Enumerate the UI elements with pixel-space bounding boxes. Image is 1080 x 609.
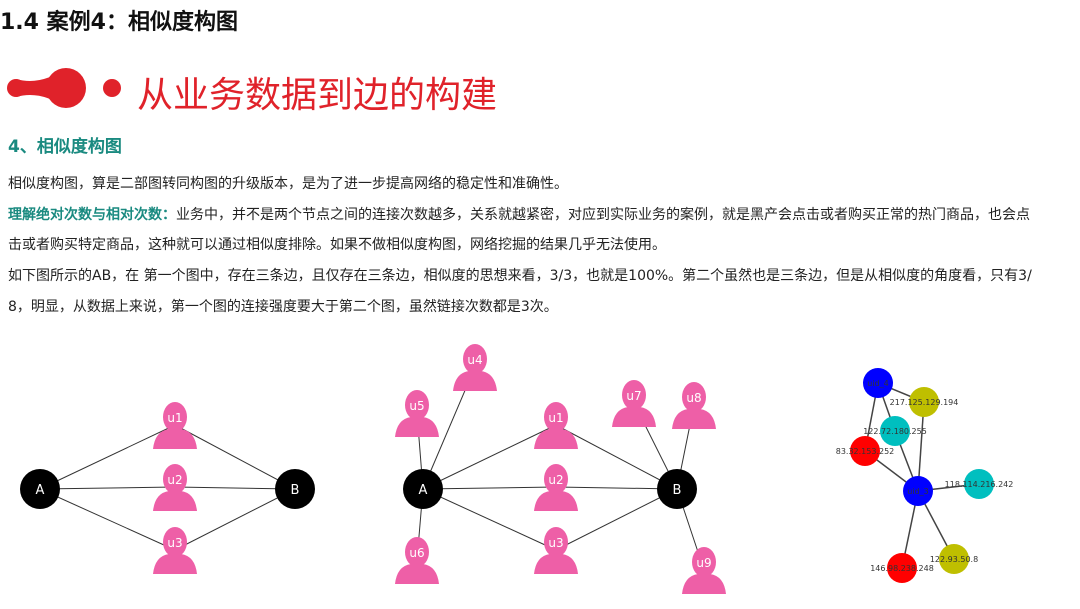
graph-node-A: A [403, 469, 443, 509]
svg-text:u1: u1 [167, 411, 182, 425]
user-person-icon: u6 [395, 537, 439, 584]
graph-edge [555, 424, 678, 490]
svg-text:B: B [291, 483, 300, 498]
paragraph-text: 业务中，并不是两个节点之间的连接次数越多，关系就越紧密，对应到实际业务的案例，就… [176, 207, 1030, 223]
graph-edge [555, 486, 678, 490]
svg-text:146.98.238.248: 146.98.238.248 [870, 564, 934, 573]
user-person-icon: u5 [395, 390, 439, 437]
graph-edge [422, 488, 557, 551]
graph-edge [39, 424, 176, 490]
user-person-icon: u3 [534, 527, 578, 574]
ip-node: 83.32.153.252 [836, 436, 895, 466]
graph-edge [422, 486, 557, 490]
ip-node: 122.72.180.255 [863, 416, 927, 446]
svg-text:u8: u8 [686, 391, 701, 405]
svg-text:uid_4: uid_4 [867, 379, 888, 388]
svg-text:122.72.180.255: 122.72.180.255 [863, 427, 927, 436]
ip-node: uid_3 [903, 476, 933, 506]
ip-node: 146.98.238.248 [870, 553, 934, 583]
svg-text:u3: u3 [548, 536, 563, 550]
svg-text:u5: u5 [409, 399, 424, 413]
graph-edge [39, 486, 176, 490]
ip-node: uid_4 [863, 368, 893, 398]
paragraph: 相似度构图，算是二部图转同构图的升级版本，是为了进一步提高网络的稳定性和准确性。 [8, 176, 568, 192]
svg-text:122.93.50.8: 122.93.50.8 [930, 555, 978, 564]
subheading: 4、相似度构图 [8, 137, 122, 157]
graph-edge [174, 488, 296, 551]
user-person-icon: u7 [612, 380, 656, 427]
ip-node: 118.114.216.242 [945, 469, 1014, 499]
graph-edge [39, 488, 176, 551]
paragraph: 如下图所示的AB，在 第一个图中，存在三条边，且仅存在三条边，相似度的思想来看，… [8, 268, 1032, 284]
banner-title: 从业务数据到边的构建 [137, 75, 498, 116]
user-person-icon: u9 [682, 547, 726, 594]
graph-node-B: B [275, 469, 315, 509]
svg-text:83.32.153.252: 83.32.153.252 [836, 447, 895, 456]
section-heading: 1.4 案例4：相似度构图 [0, 10, 238, 35]
svg-text:u1: u1 [548, 411, 563, 425]
svg-text:A: A [419, 483, 428, 498]
user-person-icon: u3 [153, 527, 197, 574]
svg-text:u2: u2 [548, 473, 563, 487]
graph-node-A: A [20, 469, 60, 509]
graph-figures: A Bu1 u2 u3 A Bu1 u2 u3 u4 u5 u6 u7 u8 u9 uid_4 217.125… [20, 344, 1014, 594]
svg-text:u7: u7 [626, 389, 641, 403]
graph-edge [422, 424, 557, 490]
graph-edge [555, 488, 678, 551]
user-person-icon: u2 [534, 464, 578, 511]
graph-edge [174, 486, 296, 490]
svg-text:A: A [36, 483, 45, 498]
paragraph: 8，明显，从数据上来说，第一个图的连接强度要大于第二个图，虽然链接次数都是3次。 [8, 299, 558, 315]
svg-text:uid_3: uid_3 [907, 487, 928, 496]
svg-text:u4: u4 [467, 353, 482, 367]
svg-text:u6: u6 [409, 546, 424, 560]
user-person-icon: u1 [153, 402, 197, 449]
svg-text:u3: u3 [167, 536, 182, 550]
ip-node: 217.125.129.194 [890, 387, 959, 417]
highlight-term: 理解绝对次数与相对次数： [8, 207, 176, 223]
logo-dots-icon [7, 68, 121, 108]
user-person-icon: u1 [534, 402, 578, 449]
svg-text:217.125.129.194: 217.125.129.194 [890, 398, 959, 407]
svg-text:118.114.216.242: 118.114.216.242 [945, 480, 1014, 489]
user-person-icon: u2 [153, 464, 197, 511]
paragraph: 击或者购买特定商品，这种就可以通过相似度排除。如果不做相似度构图，网络挖掘的结果… [8, 237, 666, 253]
graph-node-B: B [657, 469, 697, 509]
paragraph: 理解绝对次数与相对次数：业务中，并不是两个节点之间的连接次数越多，关系就越紧密，… [8, 204, 1030, 224]
user-person-icon: u4 [453, 344, 497, 391]
ip-node: 122.93.50.8 [930, 544, 978, 574]
user-person-icon: u8 [672, 382, 716, 429]
graph-edge [174, 424, 296, 490]
svg-text:u2: u2 [167, 473, 182, 487]
svg-text:B: B [673, 483, 682, 498]
svg-text:u9: u9 [696, 556, 711, 570]
